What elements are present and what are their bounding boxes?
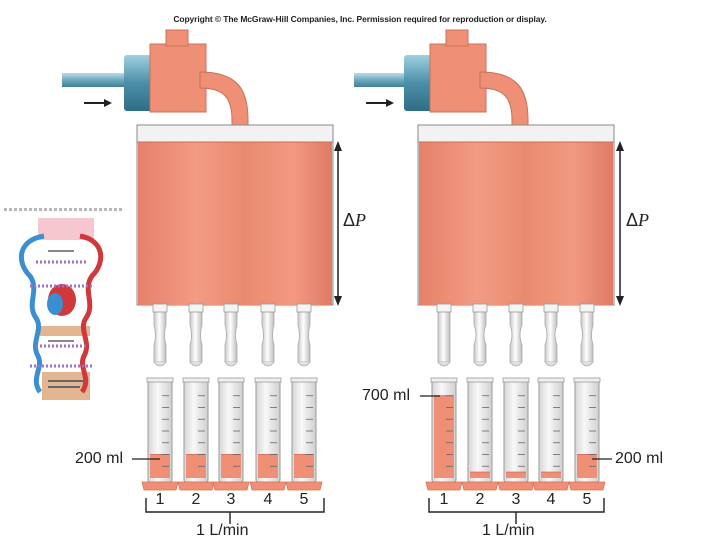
right-outlet-tube-2 xyxy=(472,303,488,367)
right-cylinder-3-fluid xyxy=(506,472,526,478)
thumbnail-caption-lines xyxy=(4,208,122,211)
left-cylinder-number-3: 3 xyxy=(226,491,236,508)
right-cylinder-5 xyxy=(568,377,606,491)
left-cylinder-5 xyxy=(285,377,323,491)
right-pump xyxy=(404,29,529,129)
right-cylinder-number-3: 3 xyxy=(511,491,521,508)
right-cylinder-3 xyxy=(497,377,535,491)
right-cylinder-number-2: 2 xyxy=(475,491,485,508)
left-outlet-tube-3 xyxy=(223,303,239,367)
right-measuring-cylinders xyxy=(425,377,606,491)
left-pump xyxy=(124,29,249,129)
right-cylinder-number-4: 4 xyxy=(546,491,556,508)
right-outlet-tubes xyxy=(436,303,595,367)
right-apparatus xyxy=(354,29,624,524)
right-delta-p-label: ΔP xyxy=(626,210,650,230)
right-cylinder-2-fluid xyxy=(470,472,490,478)
left-cylinder-number-5: 5 xyxy=(299,491,309,508)
left-pressure-tank xyxy=(136,124,334,306)
right-outlet-tube-5 xyxy=(579,303,595,367)
right-cylinder-number-1: 1 xyxy=(439,491,449,508)
right-cylinder-1-fluid xyxy=(434,395,454,478)
right-cylinder-1 xyxy=(425,377,463,491)
left-cylinder-4 xyxy=(249,377,287,491)
right-outlet-tube-4 xyxy=(543,303,559,367)
right-cylinder-5-fluid xyxy=(577,454,597,478)
right-cylinder-number-5: 5 xyxy=(582,491,592,508)
left-cylinder-4-fluid xyxy=(258,454,278,478)
left-outlet-tube-2 xyxy=(188,303,204,367)
left-bracket xyxy=(145,498,325,513)
left-outlet-tube-1 xyxy=(152,303,168,367)
left-delta-p-label: ΔP xyxy=(343,210,367,230)
left-outlet-tube-4 xyxy=(260,303,276,367)
right-pressure-tank xyxy=(417,124,615,306)
left-inlet-pipe xyxy=(62,73,126,87)
left-cylinder-5-fluid xyxy=(294,454,314,478)
right-inflow-arrow-icon xyxy=(366,99,394,107)
left-flow-rate: 1 L/min xyxy=(196,522,249,539)
left-outlet-tube-5 xyxy=(296,303,312,367)
left-pressure-marker xyxy=(334,141,342,306)
left-cylinder-1-fluid xyxy=(150,454,170,478)
left-cylinder-number-2: 2 xyxy=(191,491,201,508)
left-cylinder-3 xyxy=(212,377,250,491)
left-cylinder-1 xyxy=(141,377,179,491)
copyright-notice: Copyright © The McGraw-Hill Companies, I… xyxy=(173,14,547,24)
left-cylinder-2 xyxy=(177,377,215,491)
right-200ml-label: 200 ml xyxy=(615,450,664,467)
left-inflow-arrow-icon xyxy=(84,99,112,107)
left-apparatus xyxy=(62,29,342,524)
right-cylinder-2 xyxy=(461,377,499,491)
left-cylinder-number-4: 4 xyxy=(263,491,273,508)
right-inlet-pipe xyxy=(354,73,404,87)
right-cylinder-4-fluid xyxy=(541,472,561,478)
circulation-thumbnail xyxy=(4,215,122,410)
right-flow-rate: 1 L/min xyxy=(482,522,535,539)
left-measuring-cylinders xyxy=(141,377,323,491)
right-outlet-tube-1 xyxy=(436,303,452,367)
left-cylinder-3-fluid xyxy=(221,454,241,478)
right-outlet-tube-3 xyxy=(508,303,524,367)
left-cylinder-number-1: 1 xyxy=(155,491,165,508)
right-700ml-label: 700 ml xyxy=(362,387,411,404)
right-pressure-marker xyxy=(616,141,624,306)
left-200ml-label: 200 ml xyxy=(75,450,124,467)
left-outlet-tubes xyxy=(152,303,312,367)
right-cylinder-4 xyxy=(532,377,570,491)
left-cylinder-2-fluid xyxy=(186,454,206,478)
